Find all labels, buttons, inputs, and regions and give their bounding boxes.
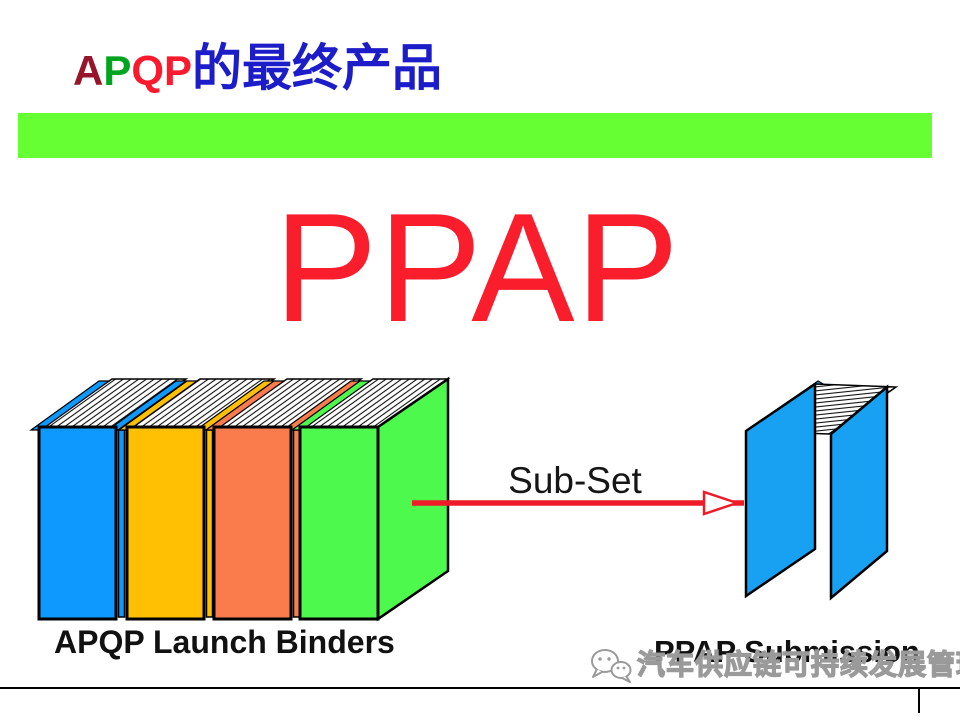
title-letter-q: Q [131,47,165,94]
binder-blue-back-sliver [117,429,126,618]
watermark-text: 汽车供应链可持续发展管理 [636,649,960,681]
apqp-binders-label: APQP Launch Binders [54,624,395,660]
footer-vertical-tick [918,687,920,713]
binder-blue [29,378,189,621]
submission-binder-front-cover [744,381,817,599]
title-chinese-text: 的最终产品 [192,40,443,96]
hero-ppap-text: PPAP [273,181,681,354]
footer-horizontal-rule [0,687,960,689]
binder-green [290,376,451,622]
subset-arrow-label: Sub-Set [508,460,642,501]
title-letter-p2: P [164,47,193,94]
binder-green-front [298,425,380,621]
title-letter-a: A [73,47,104,94]
watermark: 汽车供应链可持续发展管理 [588,648,960,684]
submission-binder [744,380,899,601]
binder-coral-front [212,425,293,621]
binder-gold-front [125,425,206,621]
binder-gold [117,378,277,621]
subset-arrow [412,490,744,516]
binder-coral [204,378,364,621]
title-letter-p1: P [103,47,132,94]
green-banner-bar [18,113,932,158]
binder-gold-back-sliver [205,429,214,618]
page-title: APQP的最终产品 [73,42,442,107]
wechat-icon [591,649,632,683]
ppap-submission-label: PPAP Submission [654,634,920,669]
subset-arrow-head [702,490,741,516]
submission-binder-back-cover [829,384,889,601]
binder-blue-front [37,425,118,621]
